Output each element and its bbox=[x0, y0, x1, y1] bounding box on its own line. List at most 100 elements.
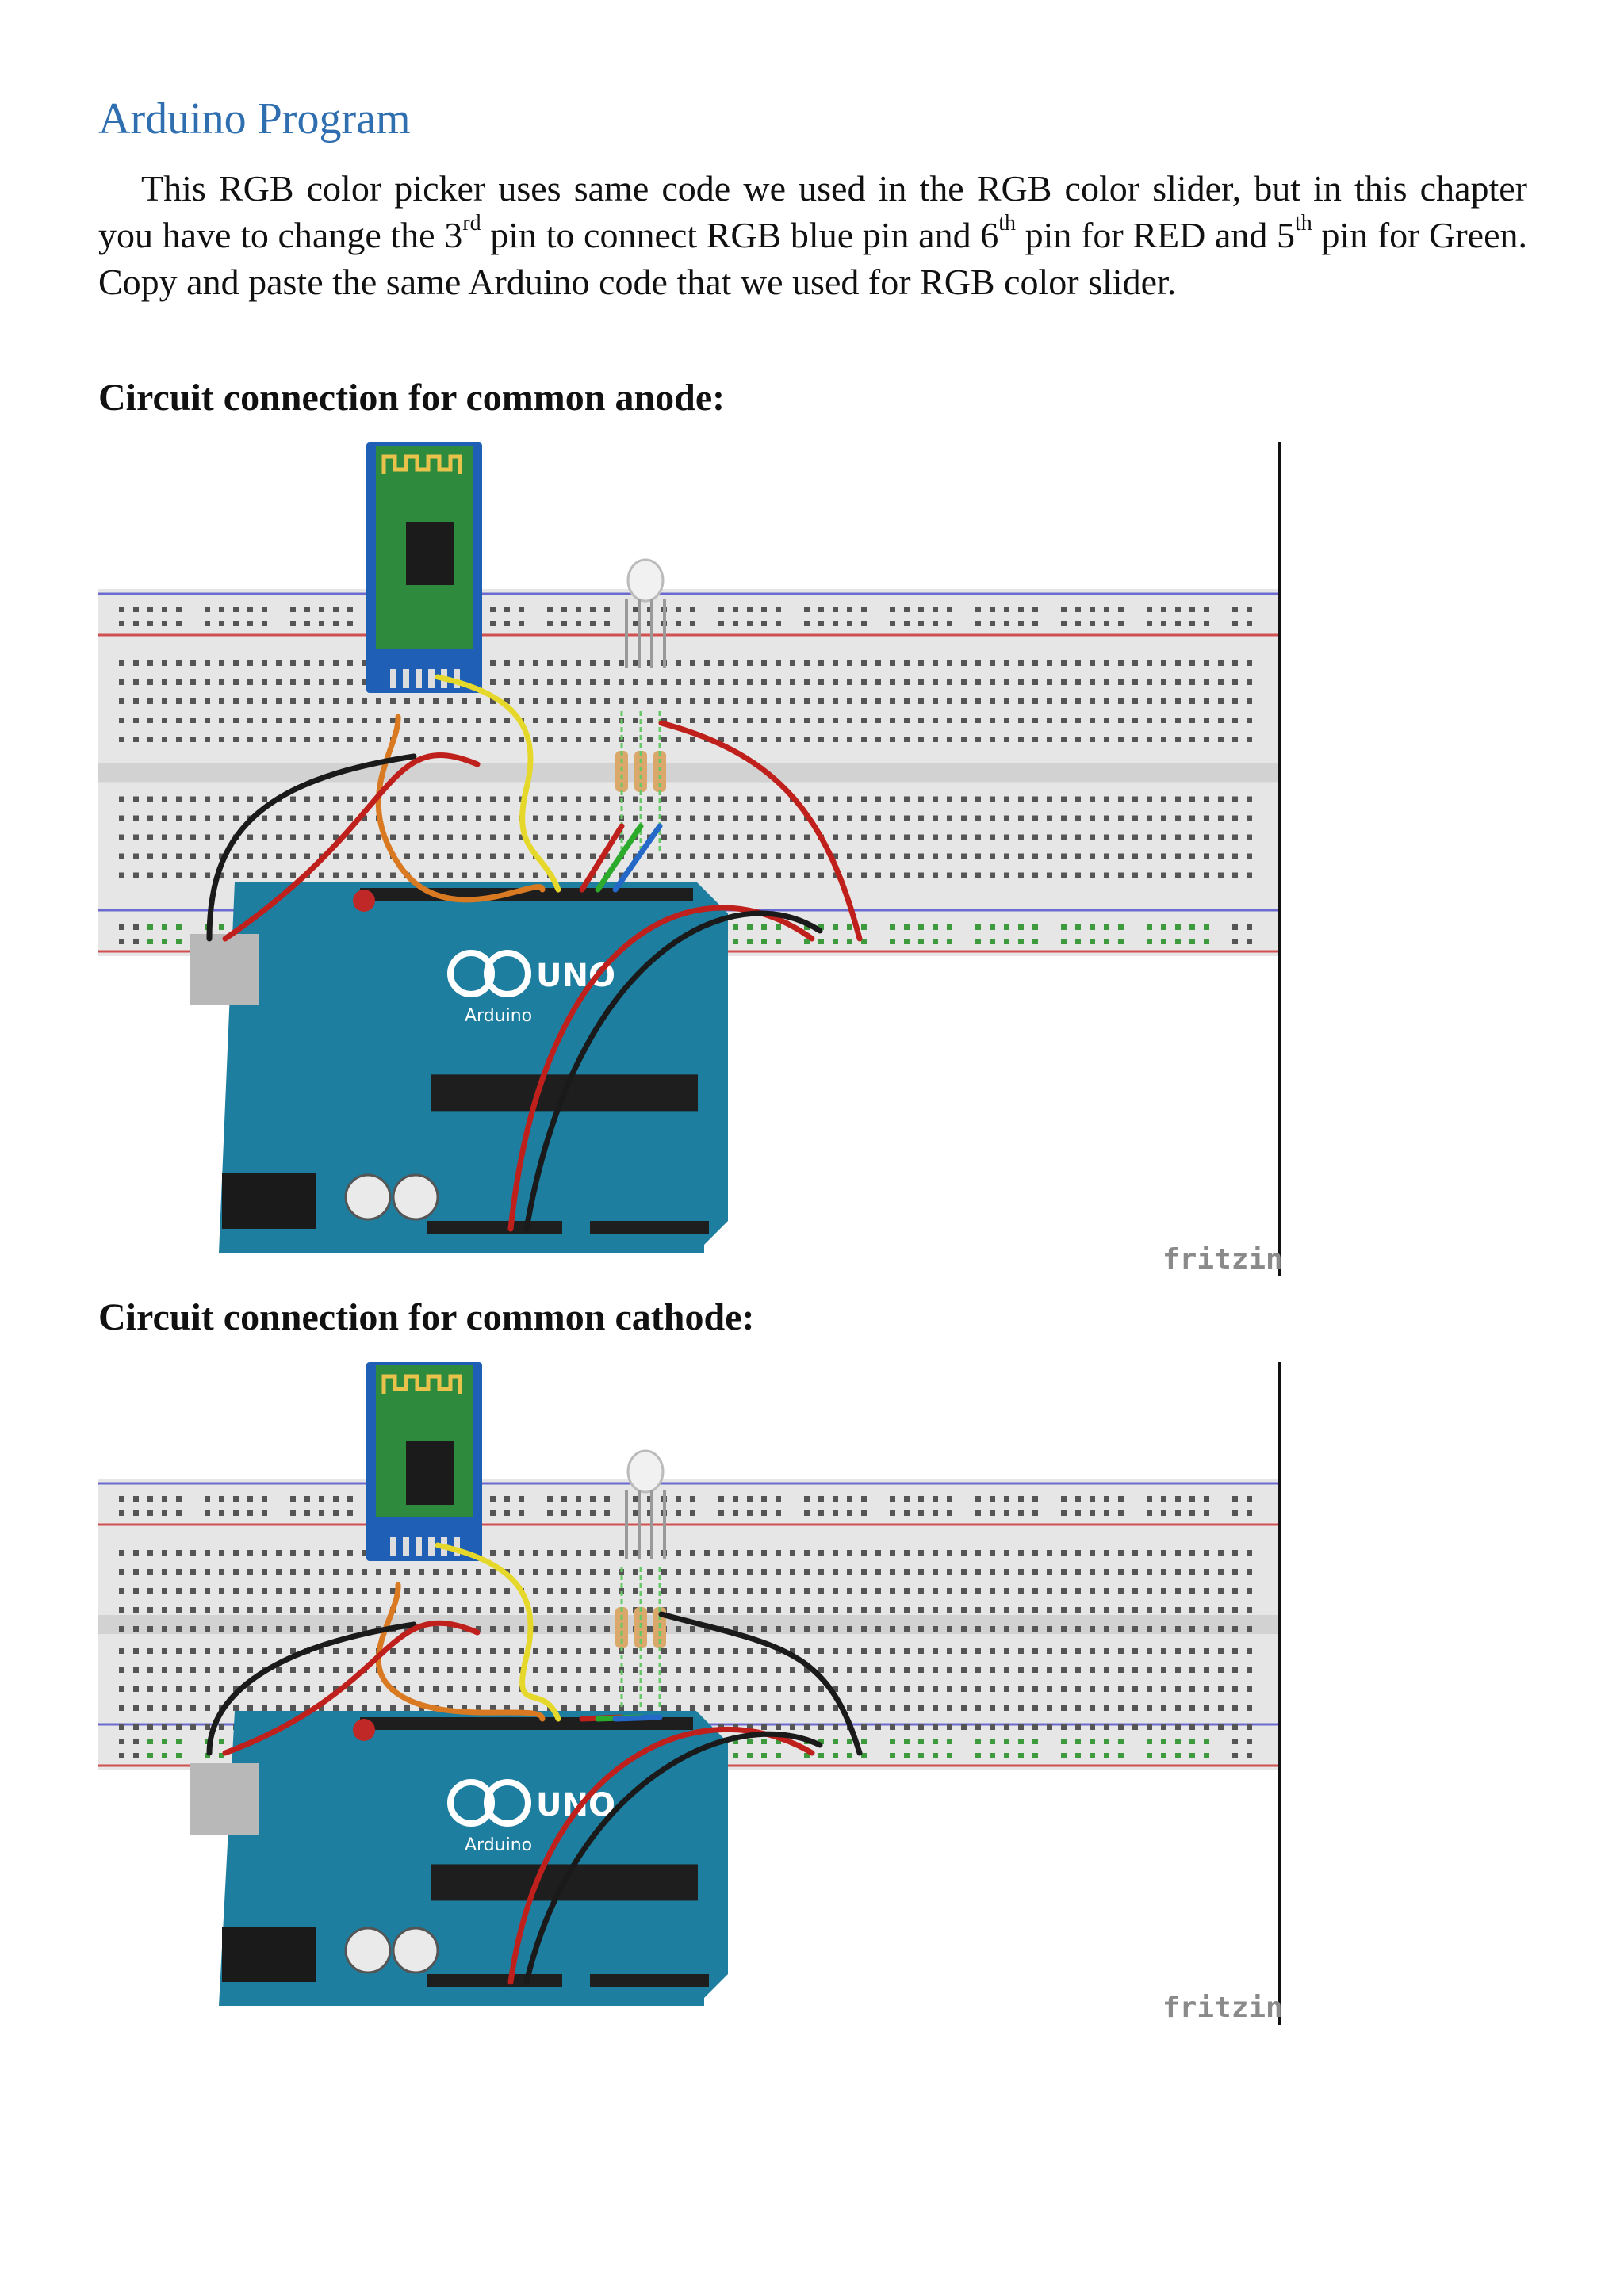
breadboard-hole bbox=[1004, 737, 1009, 742]
breadboard-hole bbox=[933, 1569, 938, 1575]
power-header bbox=[427, 1221, 562, 1234]
breadboard-hole bbox=[761, 1607, 767, 1613]
breadboard-hole bbox=[1161, 939, 1166, 944]
breadboard-hole bbox=[1247, 1724, 1252, 1730]
breadboard-hole bbox=[690, 1648, 695, 1654]
breadboard-hole bbox=[890, 1626, 895, 1632]
breadboard-hole bbox=[276, 1626, 282, 1632]
breadboard-hole bbox=[847, 1739, 852, 1744]
breadboard-hole bbox=[790, 872, 795, 878]
breadboard-hole bbox=[875, 718, 881, 723]
breadboard-hole bbox=[176, 939, 182, 944]
breadboard-hole bbox=[1132, 1686, 1138, 1692]
breadboard-hole bbox=[304, 621, 310, 626]
breadboard-hole bbox=[990, 1588, 995, 1594]
breadboard-hole bbox=[162, 1496, 167, 1502]
breadboard-hole bbox=[1204, 815, 1209, 821]
breadboard-hole bbox=[776, 1739, 781, 1744]
breadboard-hole bbox=[447, 1686, 453, 1692]
breadboard-hole bbox=[119, 853, 124, 859]
bluetooth-chip bbox=[406, 522, 454, 585]
breadboard-hole bbox=[447, 698, 453, 704]
breadboard-hole bbox=[1218, 815, 1224, 821]
breadboard-hole bbox=[319, 1648, 324, 1654]
breadboard-hole bbox=[590, 607, 596, 612]
breadboard-hole bbox=[990, 1496, 995, 1502]
breadboard-hole bbox=[219, 1753, 224, 1758]
breadboard-hole bbox=[790, 1588, 795, 1594]
breadboard-hole bbox=[133, 872, 139, 878]
breadboard-hole bbox=[162, 1510, 167, 1516]
breadboard-hole bbox=[1175, 698, 1181, 704]
breadboard-hole bbox=[890, 679, 895, 685]
breadboard-hole bbox=[362, 1588, 367, 1594]
breadboard-hole bbox=[162, 718, 167, 723]
breadboard-hole bbox=[1175, 924, 1181, 930]
breadboard-hole bbox=[1032, 1724, 1038, 1730]
breadboard-hole bbox=[1075, 1550, 1081, 1556]
breadboard-hole bbox=[147, 1667, 153, 1673]
breadboard-hole bbox=[1132, 815, 1138, 821]
breadboard-channel bbox=[98, 1615, 1278, 1634]
breadboard-hole bbox=[861, 737, 867, 742]
breadboard-hole bbox=[1061, 1588, 1067, 1594]
breadboard-hole bbox=[290, 679, 296, 685]
breadboard-hole bbox=[1004, 718, 1009, 723]
breadboard-hole bbox=[190, 698, 196, 704]
breadboard-hole bbox=[804, 924, 810, 930]
breadboard-hole bbox=[647, 1569, 653, 1575]
breadboard-hole bbox=[918, 872, 924, 878]
breadboard-hole bbox=[875, 1705, 881, 1711]
breadboard-hole bbox=[661, 1705, 667, 1711]
breadboard-hole bbox=[1090, 1510, 1095, 1516]
breadboard-hole bbox=[818, 698, 824, 704]
breadboard-hole bbox=[1218, 1550, 1224, 1556]
breadboard-hole bbox=[733, 872, 738, 878]
breadboard-hole bbox=[205, 1724, 210, 1730]
breadboard-hole bbox=[604, 1588, 610, 1594]
breadboard-hole bbox=[176, 1724, 182, 1730]
breadboard-hole bbox=[1147, 1648, 1152, 1654]
breadboard-hole bbox=[1175, 1496, 1181, 1502]
breadboard-hole bbox=[1132, 1607, 1138, 1613]
breadboard-hole bbox=[262, 1496, 267, 1502]
breadboard-hole bbox=[576, 1705, 581, 1711]
breadboard-hole bbox=[1104, 815, 1109, 821]
breadboard-hole bbox=[1061, 1686, 1067, 1692]
breadboard-hole bbox=[647, 1496, 653, 1502]
breadboard-hole bbox=[447, 1569, 453, 1575]
breadboard-hole bbox=[690, 1607, 695, 1613]
breadboard-hole bbox=[362, 1607, 367, 1613]
breadboard-hole bbox=[1189, 924, 1195, 930]
breadboard-hole bbox=[119, 1550, 124, 1556]
breadboard-hole bbox=[133, 718, 139, 723]
breadboard-hole bbox=[247, 1569, 253, 1575]
breadboard-hole bbox=[661, 718, 667, 723]
breadboard-hole bbox=[975, 1588, 981, 1594]
breadboard-hole bbox=[718, 698, 724, 704]
breadboard-hole bbox=[890, 1753, 895, 1758]
rgb-led bbox=[626, 558, 665, 603]
figure-caption-anode: Circuit connection for common anode: bbox=[98, 377, 726, 419]
breadboard-hole bbox=[933, 1496, 938, 1502]
breadboard-hole bbox=[804, 1550, 810, 1556]
breadboard-hole bbox=[433, 853, 439, 859]
breadboard-hole bbox=[1104, 924, 1109, 930]
breadboard-hole bbox=[290, 872, 296, 878]
breadboard-hole bbox=[1232, 815, 1238, 821]
breadboard-hole bbox=[1189, 815, 1195, 821]
breadboard-hole bbox=[990, 872, 995, 878]
breadboard-hole bbox=[219, 737, 224, 742]
wire-power-black bbox=[523, 1731, 823, 1985]
breadboard-hole bbox=[718, 660, 724, 666]
breadboard-hole bbox=[1032, 1648, 1038, 1654]
breadboard-hole bbox=[304, 1607, 310, 1613]
breadboard-hole bbox=[504, 660, 510, 666]
breadboard-hole bbox=[419, 1648, 424, 1654]
breadboard-hole bbox=[276, 660, 282, 666]
breadboard-hole bbox=[747, 1550, 753, 1556]
breadboard-hole bbox=[162, 1739, 167, 1744]
breadboard-hole bbox=[1090, 815, 1095, 821]
breadboard-hole bbox=[447, 737, 453, 742]
breadboard-hole bbox=[975, 1569, 981, 1575]
